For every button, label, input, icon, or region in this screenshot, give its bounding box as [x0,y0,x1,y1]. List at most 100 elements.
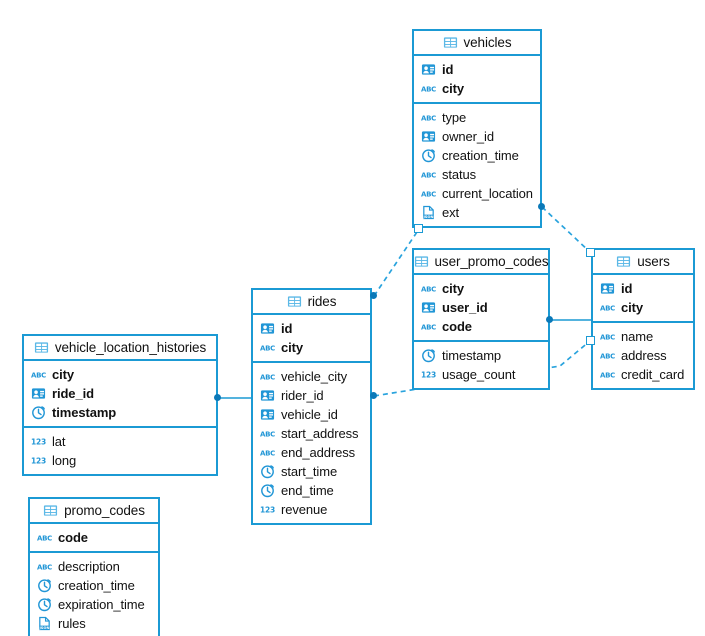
svg-text:ABC: ABC [421,324,436,332]
primary-key-field-timestamp[interactable]: timestamp [24,403,216,422]
field-owner_id[interactable]: owner_id [414,127,540,146]
field-creation_time[interactable]: creation_time [30,576,158,595]
field-label: rules [58,616,86,631]
entity-header-vehicles[interactable]: vehicles [414,31,540,56]
primary-key-field-code[interactable]: ABC code [414,317,548,336]
clock-icon [421,348,436,363]
entity-header-user_promo_codes[interactable]: user_promo_codes [414,250,549,275]
svg-text:ABC: ABC [260,450,275,458]
relationship-endpoint-dot [538,203,545,210]
field-rider_id[interactable]: rider_id [253,386,370,405]
field-label: rider_id [281,388,324,403]
abc-text-icon: ABC [421,110,436,125]
svg-text:JSON: JSON [38,626,49,630]
primary-key-field-user_id[interactable]: user_id [414,298,548,317]
field-label: code [442,319,472,334]
field-label: timestamp [442,348,502,363]
field-label: id [621,281,633,296]
field-label: creation_time [442,148,519,163]
svg-text:ABC: ABC [600,305,615,313]
primary-key-field-id[interactable]: id [593,279,693,298]
abc-text-icon: ABC [260,340,275,355]
field-expiration_time[interactable]: expiration_time [30,595,158,614]
field-label: owner_id [442,129,494,144]
field-label: lat [52,434,66,449]
entity-header-rides[interactable]: rides [253,290,370,315]
json-document-icon: JSON [37,616,52,631]
field-rules[interactable]: JSON rules [30,614,158,633]
primary-key-field-id[interactable]: id [414,60,540,79]
field-label: long [52,453,77,468]
field-label: id [442,62,454,77]
field-type[interactable]: ABC type [414,108,540,127]
field-end_time[interactable]: end_time [253,481,370,500]
entity-header-promo_codes[interactable]: promo_codes [30,499,158,524]
id-badge-icon [31,386,46,401]
field-label: revenue [281,502,328,517]
field-label: credit_card [621,367,685,382]
id-badge-icon [421,129,436,144]
field-creation_time[interactable]: creation_time [414,146,540,165]
abc-text-icon: ABC [421,81,436,96]
svg-text:ABC: ABC [31,372,46,380]
field-label: current_location [442,186,533,201]
field-label: address [621,348,667,363]
svg-text:ABC: ABC [421,115,436,123]
abc-text-icon: ABC [421,281,436,296]
field-label: ext [442,205,460,220]
field-label: code [58,530,88,545]
field-label: creation_time [58,578,135,593]
abc-text-icon: ABC [421,186,436,201]
field-label: type [442,110,467,125]
abc-text-icon: ABC [600,300,615,315]
primary-key-field-id[interactable]: id [253,319,370,338]
field-timestamp[interactable]: timestamp [414,346,548,365]
field-label: city [281,340,304,355]
primary-key-field-city[interactable]: ABC city [253,338,370,357]
field-label: status [442,167,477,182]
entity-header-users[interactable]: users [593,250,693,275]
primary-key-section: ABC code [30,524,158,553]
svg-text:ABC: ABC [37,535,52,543]
field-vehicle_id[interactable]: vehicle_id [253,405,370,424]
svg-text:ABC: ABC [421,86,436,94]
entity-header-vehicle_location_histories[interactable]: vehicle_location_histories [24,336,216,361]
field-current_location[interactable]: ABC current_location [414,184,540,203]
field-start_time[interactable]: start_time [253,462,370,481]
abc-text-icon: ABC [421,319,436,334]
clock-icon [260,464,275,479]
table-grid-icon [443,35,458,50]
entity-title: users [637,254,670,269]
primary-key-field-code[interactable]: ABC code [30,528,158,547]
primary-key-field-ride_id[interactable]: ride_id [24,384,216,403]
